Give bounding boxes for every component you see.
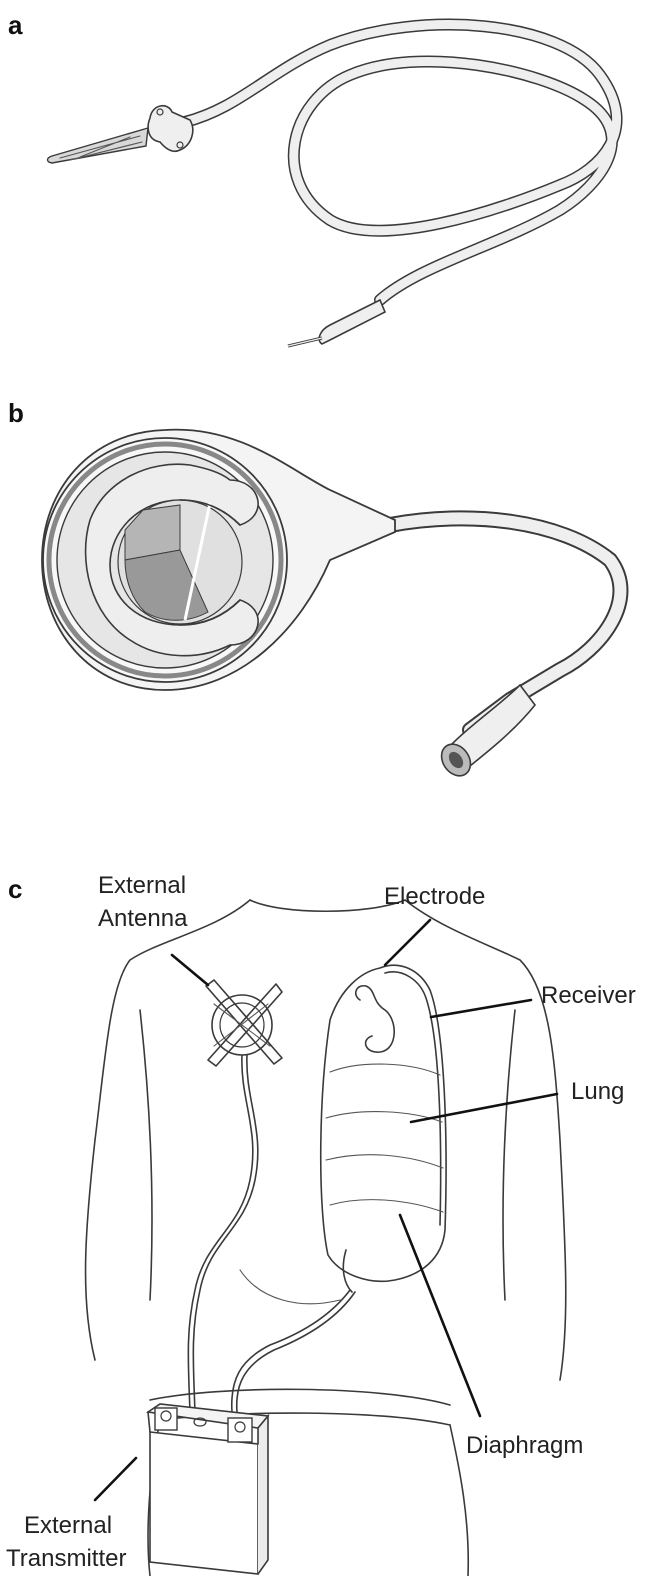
label-lung: Lung <box>571 1078 624 1105</box>
electrode-lead-illustration <box>48 25 617 346</box>
lead-connector <box>319 300 385 344</box>
electrode-loop <box>356 986 394 1052</box>
transmitter-cables <box>188 1055 355 1412</box>
leader-electrode <box>385 920 430 965</box>
panel-c-letter: c <box>8 874 22 904</box>
leader-lung <box>411 1094 557 1122</box>
panel-b-letter: b <box>8 398 24 428</box>
external-transmitter-illustration <box>148 1404 268 1574</box>
panel-a: a <box>8 10 617 346</box>
label-external-transmitter-line1: External <box>24 1512 112 1539</box>
leader-diaphragm <box>400 1215 480 1416</box>
receiver-coil-illustration <box>42 430 620 782</box>
lead-tube-fill <box>185 25 617 300</box>
label-electrode: Electrode <box>384 883 485 910</box>
panel-c: c <box>6 872 636 1576</box>
leader-external-transmitter <box>95 1458 136 1500</box>
transmitter-front <box>150 1432 258 1574</box>
label-diaphragm: Diaphragm <box>466 1432 583 1459</box>
label-external-transmitter-line2: Transmitter <box>6 1545 126 1572</box>
electrode-anchor <box>148 106 193 152</box>
label-receiver: Receiver <box>541 982 636 1009</box>
external-antenna-illustration <box>206 980 282 1066</box>
panel-b: b <box>8 398 620 781</box>
lung-illustration <box>321 965 446 1281</box>
leader-external-antenna <box>172 955 208 985</box>
lung-outline <box>321 965 446 1281</box>
leader-receiver <box>431 1000 531 1017</box>
label-external-antenna-line1: External <box>98 872 186 899</box>
label-external-antenna-line2: Antenna <box>98 905 188 932</box>
panel-a-letter: a <box>8 10 23 40</box>
body-outline <box>86 900 250 1360</box>
